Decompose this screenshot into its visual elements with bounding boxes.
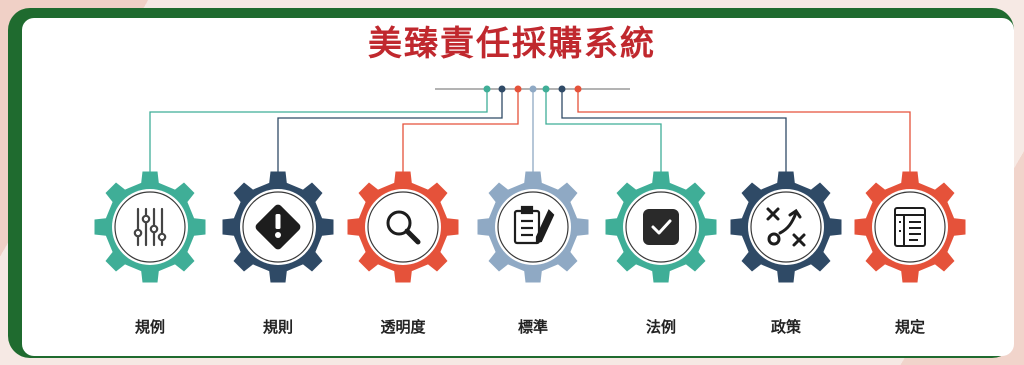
connector-1 xyxy=(149,89,488,178)
connector-5 xyxy=(545,89,662,178)
label-item-4: 標準 xyxy=(517,318,548,336)
page-title: 美臻責任採購系統 xyxy=(368,24,656,64)
magnifier-icon xyxy=(386,210,421,245)
clipboard-pencil-icon xyxy=(513,205,555,245)
gear-3 xyxy=(347,171,459,283)
connector-3 xyxy=(402,89,519,178)
label-item-7: 規定 xyxy=(894,318,925,336)
label-item-2: 規則 xyxy=(262,318,293,336)
sliders-icon xyxy=(133,207,167,247)
label-item-5: 法例 xyxy=(645,318,676,336)
gear-1 xyxy=(94,171,206,283)
connector-7 xyxy=(577,89,911,178)
label-item-6: 政策 xyxy=(770,318,801,336)
label-item-3: 透明度 xyxy=(380,318,426,336)
hub-dots xyxy=(483,85,582,93)
label-item-1: 規例 xyxy=(134,318,165,336)
connectors xyxy=(149,89,911,178)
connector-2 xyxy=(277,89,503,178)
document-icon xyxy=(894,207,926,247)
checkbox-icon xyxy=(643,209,679,245)
strategy-icon xyxy=(766,207,806,247)
connector-6 xyxy=(561,89,787,178)
warning-diamond-icon xyxy=(255,204,301,250)
